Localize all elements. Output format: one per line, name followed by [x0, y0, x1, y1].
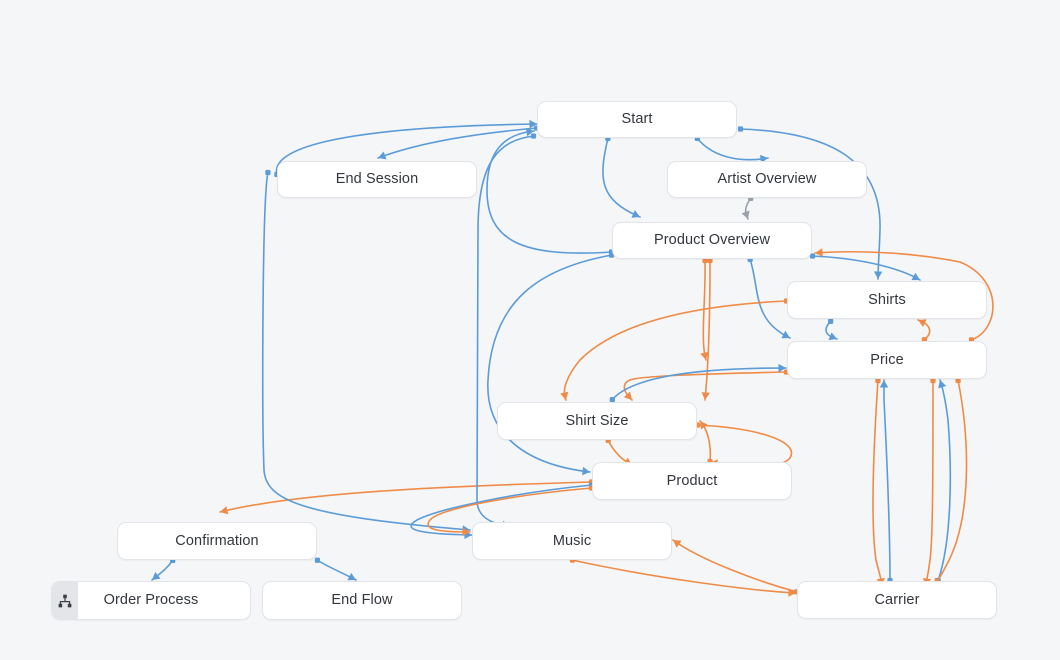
edge-arrowhead [788, 588, 796, 597]
edge-product_overview-to-start [486, 130, 613, 254]
edge-product_overview-to-shirt_size [704, 259, 711, 401]
node-artist_overview[interactable]: Artist Overview [667, 161, 867, 198]
edge-arrowhead [879, 380, 889, 388]
node-label: Carrier [874, 591, 920, 608]
edge-product_overview-to-price [749, 258, 791, 339]
node-end_flow[interactable]: End Flow [262, 581, 462, 620]
edge-arrowhead [220, 506, 229, 515]
edge-end_session-to-music [262, 171, 471, 531]
node-label: Product Overview [653, 232, 771, 249]
edge-price-to-carrier [872, 379, 883, 587]
edge-price-to-carrier [925, 379, 934, 587]
edge-source-dot [265, 169, 271, 176]
edge-arrowhead [462, 527, 470, 537]
node-label: End Flow [331, 592, 393, 609]
edge-price-to-shirt_size [623, 371, 788, 401]
node-price[interactable]: Price [787, 341, 987, 379]
node-product_overview[interactable]: Product Overview [612, 222, 812, 259]
edge-confirmation-to-end_flow [316, 559, 357, 581]
node-order_process[interactable]: Order Process [51, 581, 251, 620]
edge-shirt_size-to-product [696, 424, 793, 467]
edge-arrowhead [741, 210, 750, 219]
edge-music-to-carrier [571, 559, 797, 594]
edge-carrier-to-price [883, 379, 891, 582]
node-confirmation[interactable]: Confirmation [117, 522, 317, 560]
edge-price-to-shirts [917, 319, 931, 341]
node-music[interactable]: Music [472, 522, 672, 560]
node-start[interactable]: Start [537, 101, 737, 138]
node-label: End Session [335, 171, 419, 188]
node-end_session[interactable]: End Session [277, 161, 477, 198]
edge-product_overview-to-price [702, 259, 707, 361]
edge-confirmation-to-order_process [151, 559, 174, 581]
node-label: Shirt Size [565, 412, 629, 429]
edge-shirt_size-to-price [611, 367, 787, 401]
node-label: Artist Overview [717, 171, 817, 188]
hierarchy-icon [52, 582, 78, 619]
edge-arrowhead [938, 380, 947, 389]
edge-carrier-to-music [672, 539, 798, 593]
edge-start-to-music [476, 135, 535, 527]
edge-arrowhead [673, 540, 682, 548]
edge-arrowhead [462, 525, 470, 534]
edge-source-dot [530, 133, 537, 139]
node-label: Price [870, 351, 904, 368]
edge-arrowhead [529, 119, 537, 129]
edge-product-to-confirmation [219, 481, 593, 513]
edge-artist_overview-to-product_overview [744, 197, 752, 220]
node-shirt_size[interactable]: Shirt Size [497, 402, 697, 440]
edge-arrowhead [525, 127, 534, 137]
node-label: Shirts [868, 291, 906, 308]
edge-arrowhead [700, 351, 709, 360]
edge-product_overview-to-shirts [811, 255, 921, 281]
edge-start-to-artist_overview [696, 137, 769, 161]
edge-arrowhead [701, 392, 710, 400]
edge-arrowhead [781, 330, 790, 339]
edge-source-dot [828, 318, 834, 324]
node-label: Product [666, 472, 718, 489]
edge-start-to-end_session [377, 127, 538, 159]
edge-arrowhead [700, 421, 708, 430]
edge-arrowhead [778, 363, 786, 373]
edge-arrowhead [873, 271, 883, 279]
edge-product-to-shirt_size [699, 420, 712, 463]
edge-arrowhead [815, 248, 823, 257]
edge-arrowhead [560, 391, 569, 400]
edge-start-to-product_overview [602, 137, 641, 218]
edge-price-to-carrier [933, 379, 968, 587]
node-product[interactable]: Product [592, 462, 792, 500]
edge-arrowhead [631, 210, 640, 218]
node-shirts[interactable]: Shirts [787, 281, 987, 319]
edge-source-dot [314, 557, 321, 563]
edge-carrier-to-price [937, 379, 952, 582]
edge-arrowhead [582, 466, 590, 476]
node-label: Start [621, 111, 653, 128]
edge-shirts-to-shirt_size [563, 300, 788, 401]
node-label: Music [552, 532, 592, 549]
node-label: Confirmation [175, 532, 259, 549]
node-carrier[interactable]: Carrier [797, 581, 997, 619]
node-label: Order Process [103, 592, 199, 609]
edge-source-dot [737, 126, 744, 132]
edge-arrowhead [464, 530, 472, 540]
edge-shirts-to-price [825, 320, 838, 340]
